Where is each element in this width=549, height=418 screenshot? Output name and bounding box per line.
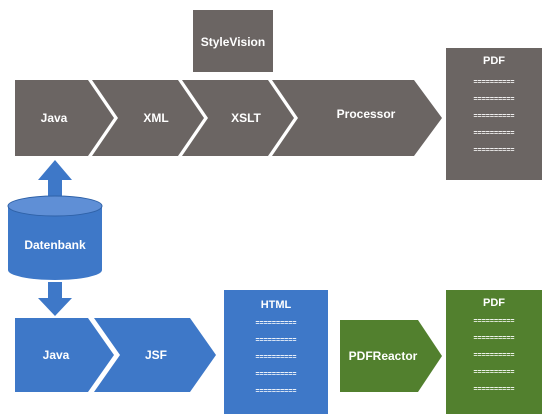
- arrow-up-icon: [38, 160, 72, 200]
- bottom-pdf-document: [446, 290, 542, 414]
- top-pdf-line: ==========: [474, 79, 515, 86]
- top-pdf-line: ==========: [474, 96, 515, 103]
- bottom-pdf-title: PDF: [483, 297, 505, 309]
- html-line: ==========: [256, 354, 297, 361]
- top-pdf-document: [446, 48, 542, 180]
- top-pdf-line: ==========: [474, 113, 515, 120]
- processor-label: Processor: [337, 107, 396, 121]
- html-line: ==========: [256, 388, 297, 395]
- top-java-shape: [15, 80, 114, 156]
- bottom-pdf-line: ==========: [474, 386, 515, 393]
- xml-shape: [92, 80, 204, 156]
- bottom-java-shape: [15, 318, 114, 392]
- bottom-pdf-line: ==========: [474, 369, 515, 376]
- database-group: Datenbank: [7, 160, 103, 316]
- database-cylinder-icon: [7, 195, 103, 280]
- top-pdf-line: ==========: [474, 147, 515, 154]
- processor-shape: [272, 80, 442, 156]
- jsf-shape: [94, 318, 216, 392]
- database-label: Datenbank: [24, 238, 86, 252]
- pdfreactor-label: PDFReactor: [349, 349, 418, 363]
- stylevision-label: StyleVision: [201, 35, 265, 49]
- arrow-down-icon: [38, 282, 72, 316]
- html-line: ==========: [256, 371, 297, 378]
- xml-label: XML: [143, 111, 168, 125]
- html-title: HTML: [261, 299, 292, 311]
- xslt-label: XSLT: [231, 111, 261, 125]
- bottom-pdf-line: ==========: [474, 335, 515, 342]
- xslt-shape: [182, 80, 294, 156]
- bottom-pdf-line: ==========: [474, 318, 515, 325]
- bottom-pdf-line: ==========: [474, 352, 515, 359]
- pdfreactor-shape: [340, 320, 442, 392]
- top-pdf-line: ==========: [474, 130, 515, 137]
- top-pdf-title: PDF: [483, 55, 505, 67]
- jsf-label: JSF: [145, 348, 167, 362]
- top-flow: StyleVision Java XML XSLT Processor PDF …: [15, 10, 542, 180]
- html-line: ==========: [256, 320, 297, 327]
- bottom-flow: Java JSF HTML ========== ========== ====…: [15, 290, 542, 414]
- html-line: ==========: [256, 337, 297, 344]
- stylevision-box: [193, 10, 273, 72]
- bottom-java-label: Java: [43, 348, 70, 362]
- top-java-label: Java: [41, 111, 68, 125]
- html-document: [224, 290, 328, 414]
